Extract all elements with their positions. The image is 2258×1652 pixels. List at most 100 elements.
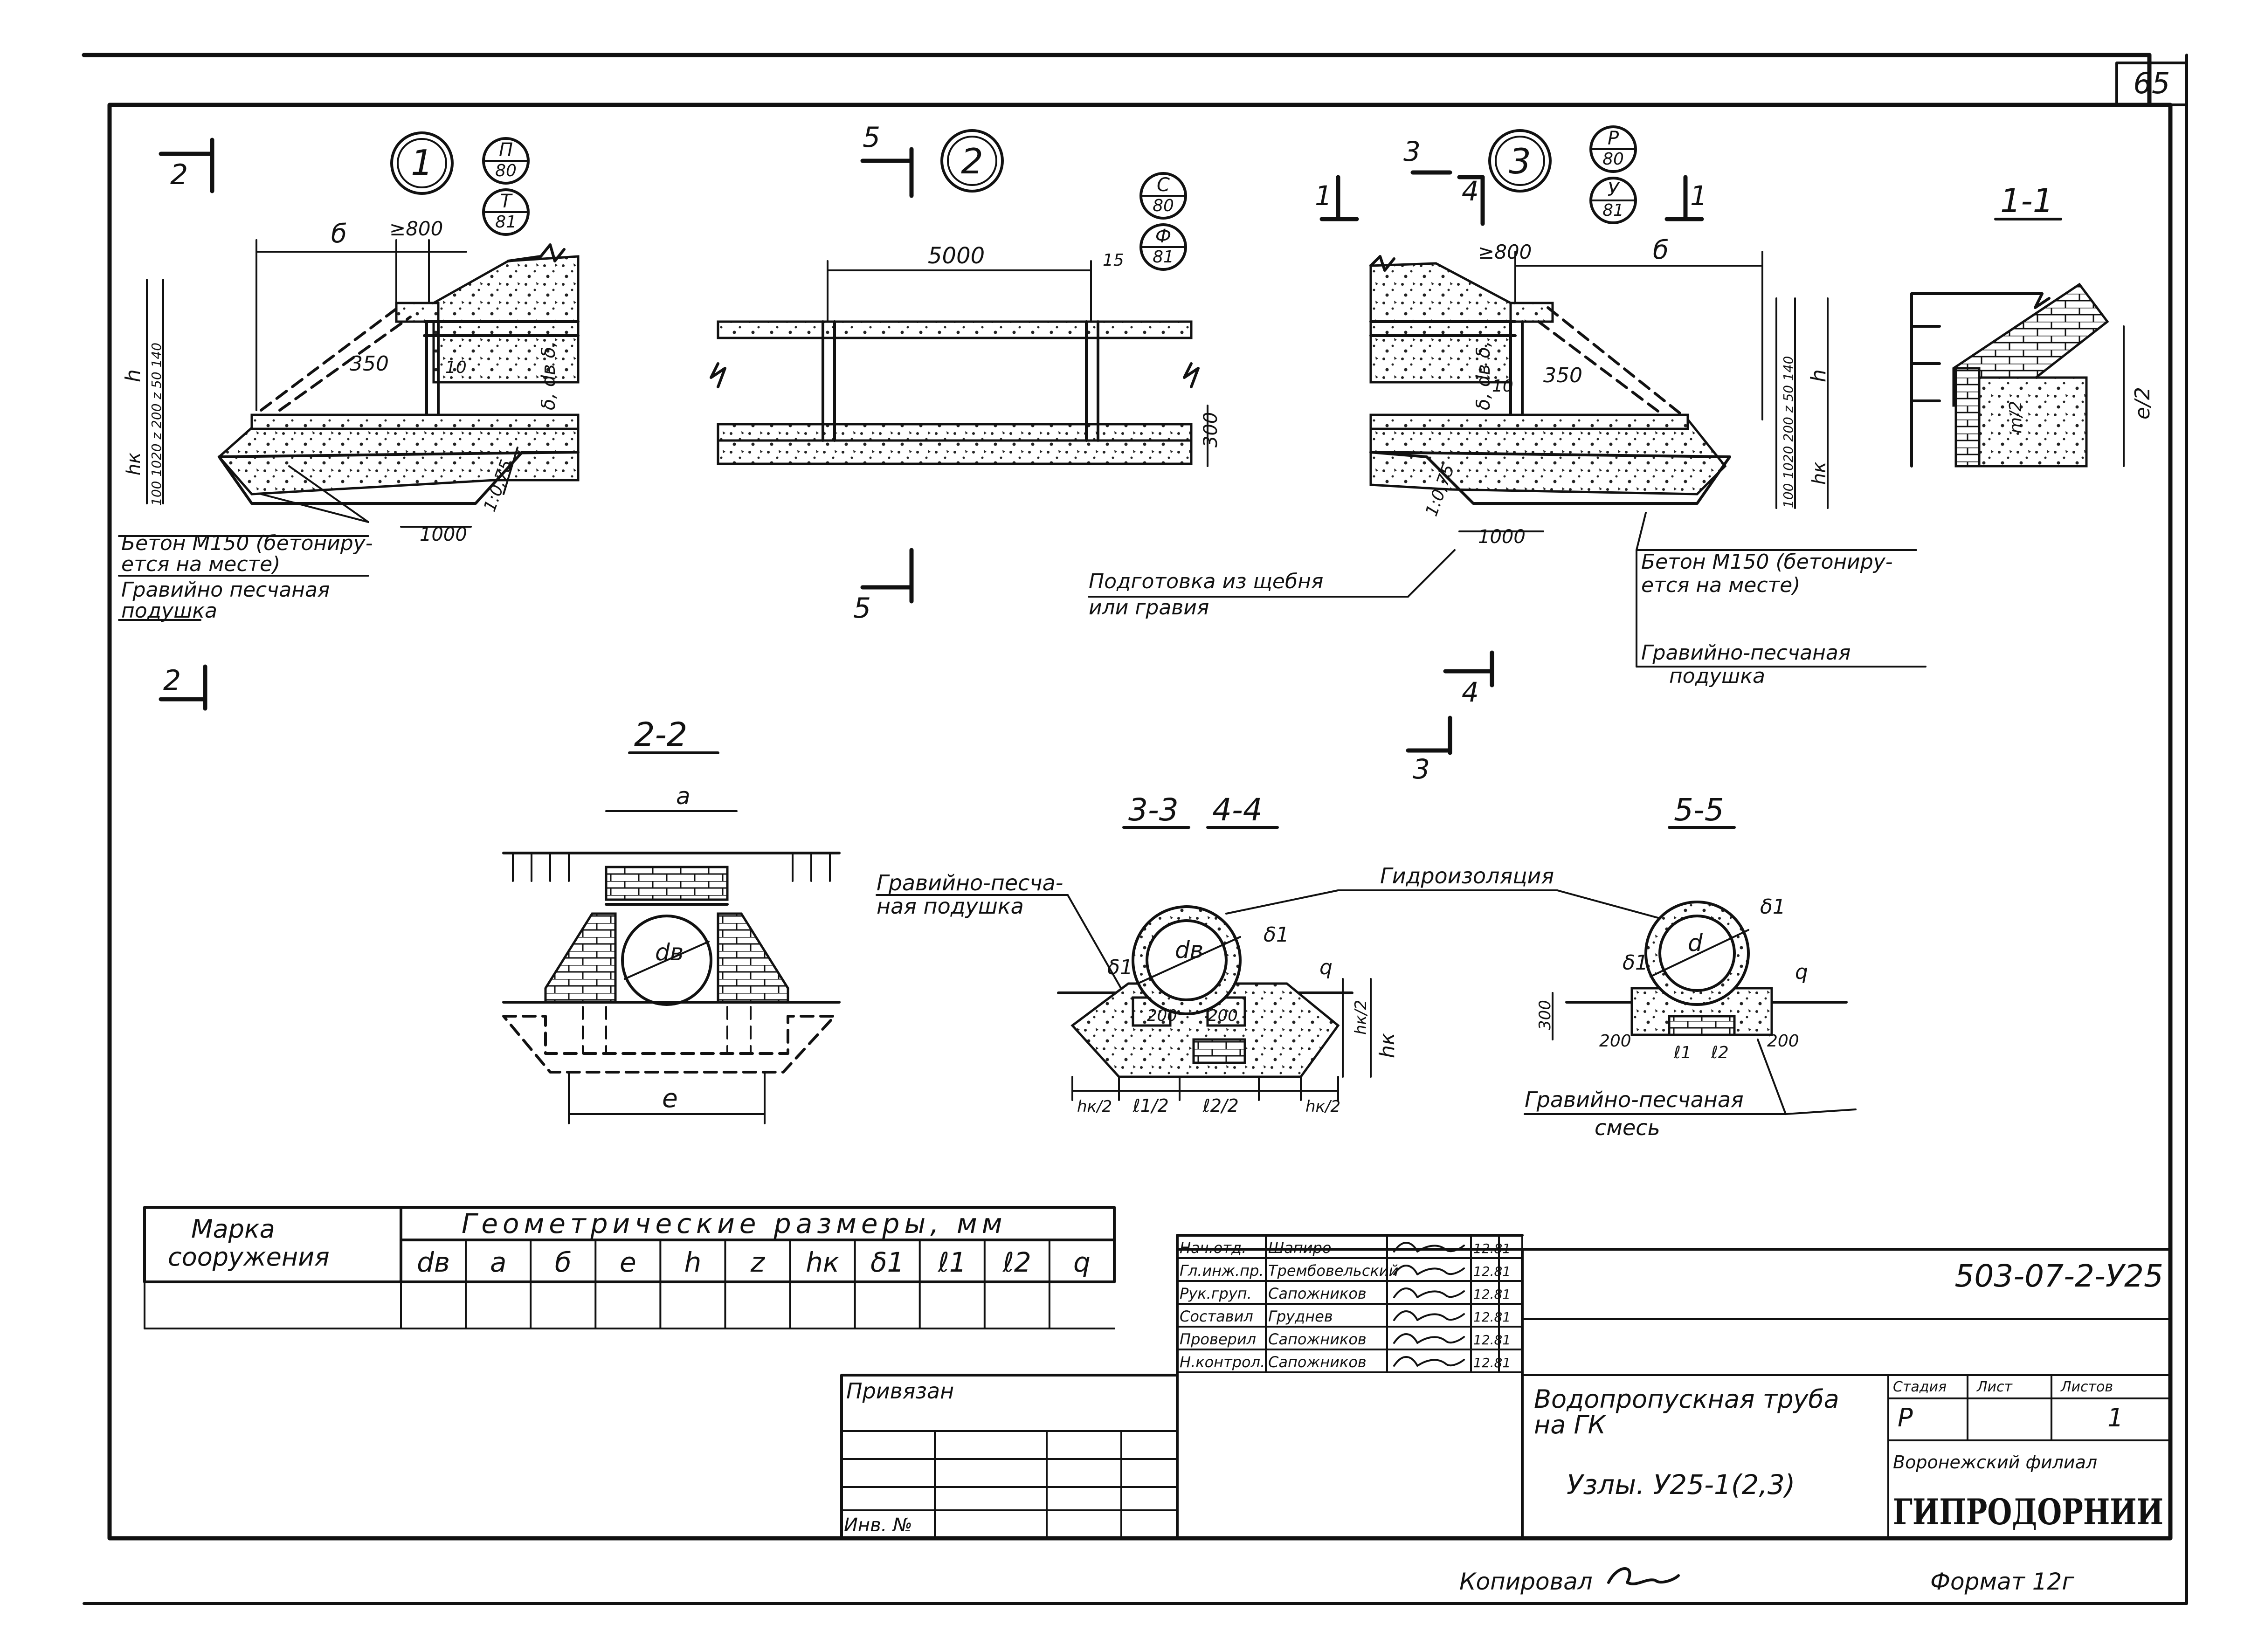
section-mark-3-bottom: 3	[1413, 753, 1430, 785]
section-3-3-title: 3-3	[1128, 792, 1179, 828]
section-3-3-4-4: 3-3 4-4 Гравийно-песча- ная подушка dв δ…	[876, 792, 1558, 1116]
signature-name: Трембовельский	[1268, 1262, 1398, 1280]
node-2-ref-bottom: Ф	[1155, 226, 1171, 247]
node-2-ref-top: С	[1157, 174, 1170, 196]
sheet-number: 65	[2134, 66, 2170, 100]
dim-hk-half-33b: hк/2	[1077, 1097, 1112, 1116]
section-mark-4-top: 4	[1462, 175, 1479, 207]
signature-date: 12.81	[1473, 1264, 1511, 1279]
sheets-header: Листов	[2060, 1379, 2113, 1395]
signature-role: Гл.инж.пр.	[1180, 1262, 1264, 1280]
signature-scribble	[1393, 1242, 1465, 1253]
dim-200-33b: 200	[1208, 1006, 1238, 1025]
note-crushed-line2: или гравия	[1089, 596, 1209, 620]
node-1-number: 1	[411, 142, 433, 183]
title-line2: на ГК	[1534, 1410, 1607, 1439]
node-3-number: 3	[1509, 141, 1531, 182]
section-1-1-title: 1-1	[2000, 182, 2053, 220]
dim-e: e	[662, 1083, 678, 1113]
title-block: 503-07-2-У25 Водопропускная труба на ГК …	[840, 1234, 2172, 1540]
node-3-ref-top: Р	[1608, 128, 1619, 149]
note-gravel-mix-line2: смесь	[1595, 1115, 1660, 1140]
table-header-geometry: Геометрические размеры, мм	[462, 1208, 1007, 1239]
dim-delta1-33b: δ1	[1107, 956, 1133, 979]
node-2-ref-bottom-sheet: 81	[1153, 248, 1174, 267]
node-3-ref-top-sheet: 80	[1602, 150, 1624, 169]
dim-delta1-33a: δ1	[1264, 923, 1289, 947]
dim-800-1: ≥800	[389, 217, 443, 240]
dim-m-half: m/2	[2006, 401, 2025, 434]
dim-15: 15	[1103, 251, 1124, 270]
dim-delta1-55b: δ1	[1623, 951, 1648, 975]
signature-role: Составил	[1180, 1308, 1253, 1325]
note-gravel-mix-line1: Гравийно-песчаная	[1525, 1087, 1744, 1112]
signature-scribble	[1393, 1310, 1465, 1321]
note-concrete-2-line1: Бетон М150 (бетониру-	[1641, 550, 1893, 574]
dim-l2-55: ℓ2	[1711, 1043, 1729, 1062]
organization-line2: ГИПРОДОРНИИ	[1893, 1491, 2163, 1533]
note-concrete-2-line2: ется на месте)	[1641, 573, 1800, 597]
dim-10-1: 10	[445, 358, 467, 377]
section-mark-3-top: 3	[1403, 136, 1421, 167]
signature-date: 12.81	[1473, 1332, 1511, 1348]
signature-scribble	[1393, 1265, 1465, 1275]
dim-q-33: q	[1319, 956, 1333, 979]
dim-dv: dв	[655, 939, 684, 966]
copied-signature	[1607, 1567, 1680, 1585]
signature-role: Рук.груп.	[1180, 1285, 1252, 1302]
table-col-header: e	[620, 1246, 636, 1278]
dim-hk-1: hк	[123, 452, 145, 475]
section-mark-5-bottom: 5	[853, 592, 871, 625]
signature-role: Проверил	[1180, 1330, 1256, 1348]
sheets-count: 1	[2107, 1403, 2123, 1432]
node-1-detail: 2 1 П 80 Т 81 б ≥800 350	[118, 131, 580, 711]
dim-d-33: dв	[1175, 936, 1203, 964]
note-gravel-2-line1: Гравийно-песчаная	[1641, 641, 1851, 665]
dim-l1-55: ℓ1	[1673, 1043, 1692, 1062]
stage-value: Р	[1898, 1403, 1913, 1432]
node-3-detail: 1 3 4 3 Р 80 У 81 1 ≥800 б 350	[1088, 125, 1927, 785]
table-col-header: δ1	[870, 1246, 904, 1278]
dim-delta-1: δ, dв δ,	[538, 341, 559, 410]
dim-hk-33: hк	[1375, 1032, 1399, 1058]
dim-1000-2: 1000	[1478, 526, 1526, 548]
dim-350-2: 350	[1543, 364, 1582, 387]
signature-name: Сапожников	[1268, 1330, 1367, 1348]
section-1-1: 1-1 e/2 m/2	[1910, 182, 2154, 468]
title-line1: Водопропускная труба	[1534, 1384, 1839, 1414]
section-5-5: 5-5 d δ1 δ1 q 300 200 200 ℓ1 ℓ2 Гравийно…	[1524, 792, 1857, 1140]
inventory-label: Инв. №	[844, 1514, 912, 1536]
dim-200-55a: 200	[1599, 1032, 1631, 1051]
table-header-mark-line2: сооружения	[168, 1242, 330, 1272]
table-col-header: q	[1073, 1246, 1091, 1278]
dim-a: a	[676, 783, 691, 810]
signature-name: Груднев	[1268, 1308, 1333, 1325]
section-mark-1a: 1	[1315, 180, 1332, 212]
signature-scribble	[1393, 1287, 1465, 1298]
dim-h-2: h	[1807, 369, 1830, 382]
dim-q-55: q	[1795, 960, 1808, 984]
node-1-ref-top: П	[499, 139, 513, 161]
section-2-2-title: 2-2	[634, 716, 687, 754]
node-2-ref-top-sheet: 80	[1153, 196, 1174, 215]
note-gravel-2-line2: подушка	[1669, 664, 1765, 688]
copied-label: Копировал	[1459, 1568, 1593, 1595]
dim-200-55b: 200	[1767, 1032, 1799, 1051]
note-waterproof: Гидроизоляция	[1380, 863, 1554, 888]
organization-line1: Воронежский филиал	[1893, 1452, 2097, 1473]
table-col-header: ℓ1	[938, 1246, 967, 1278]
note-concrete-1-line2: ется на месте)	[121, 552, 280, 576]
section-4-4-title: 4-4	[1212, 792, 1263, 828]
node-2-number: 2	[961, 141, 983, 182]
section-5-5-title: 5-5	[1674, 792, 1724, 828]
node-1-ref-top-sheet: 80	[495, 161, 517, 180]
dimensions-table: Марка сооружения Геометрические размеры,…	[143, 1206, 1116, 1329]
note-gravel-3-line2: ная подушка	[877, 894, 1024, 919]
dim-5000: 5000	[928, 243, 985, 269]
signature-role: Н.контрол.	[1180, 1353, 1265, 1371]
dim-stack-1: 100 1020 z 200 z 50 140	[149, 343, 164, 506]
dim-1000-1: 1000	[420, 524, 467, 545]
dim-stack-2: 100 1020 200 z 50 140	[1781, 356, 1796, 508]
dim-10-2: 10	[1492, 377, 1513, 396]
